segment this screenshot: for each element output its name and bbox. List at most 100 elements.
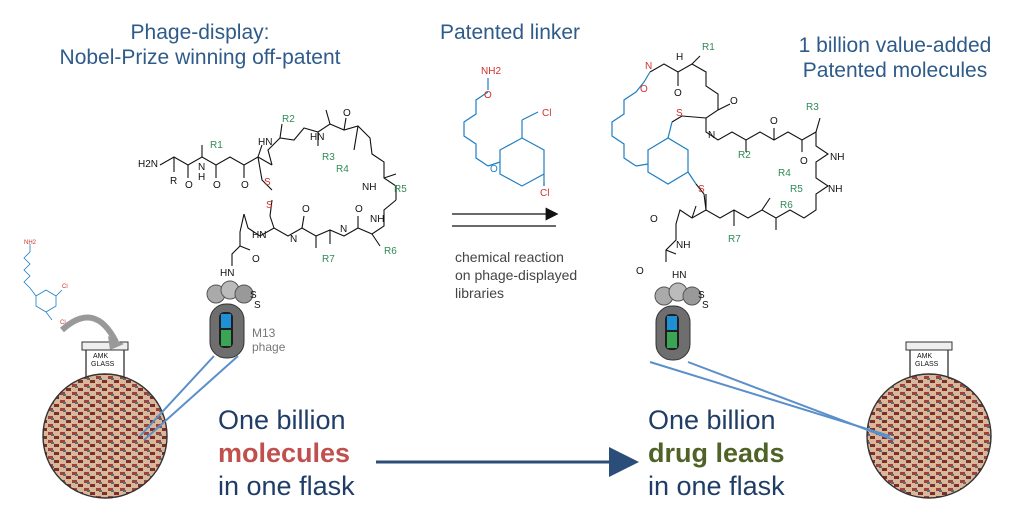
m13-phage-label-line2: phage bbox=[252, 340, 286, 354]
o-label: O bbox=[252, 254, 260, 265]
r2-label: R2 bbox=[738, 150, 751, 161]
reaction-note-line3: libraries bbox=[455, 285, 505, 301]
h-label: H bbox=[676, 52, 683, 63]
s-label: S bbox=[266, 200, 273, 211]
right-caption: One billion drug leads in one flask bbox=[648, 404, 785, 503]
left-zoom-line bbox=[143, 355, 239, 441]
o-label: O bbox=[650, 214, 658, 225]
m13-phage-label-line1: M13 bbox=[252, 326, 276, 340]
r5-label: R5 bbox=[790, 184, 803, 195]
left-caption-line3: in one flask bbox=[218, 471, 355, 501]
nh-label: NH bbox=[362, 182, 376, 193]
hn-label: HN bbox=[672, 270, 686, 281]
s-label: S bbox=[698, 184, 705, 195]
r6-label: R6 bbox=[780, 200, 793, 211]
small-cl-label: Cl bbox=[62, 284, 68, 290]
left-zoom-line bbox=[139, 355, 215, 437]
r7-label: R7 bbox=[322, 254, 335, 265]
right-caption-line1: One billion bbox=[648, 405, 776, 435]
r5-label: R5 bbox=[394, 184, 407, 195]
o-label: O bbox=[185, 180, 193, 191]
phage-display-title-line2: Nobel-Prize winning off-patent bbox=[59, 46, 341, 69]
value-added-title-line1: 1 billion value-added bbox=[798, 34, 992, 57]
flask-label-line2: GLASS bbox=[91, 361, 115, 368]
s-label: S bbox=[254, 300, 261, 311]
o-label: O bbox=[636, 266, 644, 277]
patented-linker-structure bbox=[463, 78, 545, 187]
flask-label-line2: GLASS bbox=[915, 361, 939, 368]
n-label: N bbox=[198, 162, 205, 173]
patented-linker-title-text: Patented linker bbox=[439, 21, 581, 44]
right-caption-line3: in one flask bbox=[648, 471, 785, 501]
s-label: S bbox=[698, 290, 705, 301]
s-label: S bbox=[676, 108, 683, 119]
o-label: O bbox=[302, 204, 310, 215]
s-label: S bbox=[702, 300, 709, 311]
small-linker-structure bbox=[23, 244, 63, 321]
n-label: N bbox=[708, 130, 715, 141]
right-linker-part bbox=[611, 71, 697, 185]
right-structure-labels: N O H O R1 O R2 O O R3 R4 R5 R6 R7 S S N… bbox=[636, 42, 844, 281]
small-nh2-label: NH2 bbox=[24, 240, 37, 246]
o-label: O bbox=[343, 108, 351, 119]
o-label: O bbox=[241, 180, 249, 191]
o-label: O bbox=[770, 116, 778, 127]
value-added-title: 1 billion value-added Patented molecules bbox=[770, 33, 1020, 83]
add-linker-arrowhead bbox=[108, 336, 124, 350]
hn-label: HN bbox=[310, 132, 324, 143]
s-label: S bbox=[250, 290, 257, 301]
linker-aryl-o-label: O bbox=[490, 164, 498, 175]
reaction-note: chemical reaction on phage-displayed lib… bbox=[455, 248, 577, 302]
r3-label: R3 bbox=[806, 102, 819, 113]
hn-label: HN bbox=[220, 268, 234, 279]
r1-label: R1 bbox=[210, 140, 223, 151]
flask-label-line1: AMK bbox=[93, 353, 109, 360]
o-label: O bbox=[640, 84, 648, 95]
o-label: O bbox=[674, 88, 682, 99]
r7-label: R7 bbox=[728, 234, 741, 245]
r-label: R bbox=[170, 176, 177, 187]
o-label: O bbox=[213, 180, 221, 191]
hn-label: HN bbox=[258, 137, 272, 148]
phage-display-title-line1: Phage-display: bbox=[130, 21, 270, 44]
flask-label-line1: AMK bbox=[917, 353, 933, 360]
patented-linker-title: Patented linker bbox=[415, 20, 605, 45]
r4-label: R4 bbox=[336, 164, 349, 175]
linker-nh2-label: NH2 bbox=[481, 66, 501, 77]
o-label: O bbox=[730, 96, 738, 107]
right-thioether-links bbox=[671, 115, 707, 211]
nh-label: NH bbox=[676, 240, 690, 251]
add-linker-arrow bbox=[59, 314, 119, 344]
left-flask-icon: AMK GLASS bbox=[42, 341, 168, 499]
n-label: N bbox=[290, 234, 297, 245]
molecules-highlight: molecules bbox=[218, 438, 351, 468]
h2n-label: H2N bbox=[138, 159, 158, 170]
m13-phage-label: M13 phage bbox=[252, 326, 285, 354]
phage-display-title: Phage-display: Nobel-Prize winning off-p… bbox=[40, 20, 360, 70]
r6-label: R6 bbox=[384, 246, 397, 257]
left-phage-icon: S S bbox=[206, 280, 261, 359]
reaction-note-line1: chemical reaction bbox=[455, 249, 564, 265]
right-zoom-line bbox=[687, 361, 895, 441]
linker-o-label: O bbox=[484, 90, 492, 101]
n-label: N bbox=[340, 224, 347, 235]
n-label: N bbox=[645, 61, 652, 72]
nh-label: NH bbox=[828, 184, 842, 195]
linker-cl-label: Cl bbox=[542, 108, 551, 119]
nh-label: NH bbox=[370, 214, 384, 225]
right-bicyclic-structure bbox=[649, 55, 829, 262]
reaction-note-line2: on phage-displayed bbox=[455, 267, 578, 283]
o-label: O bbox=[355, 204, 363, 215]
right-phage-icon: S S bbox=[654, 282, 709, 361]
right-flask-icon: AMK GLASS bbox=[866, 341, 992, 499]
linker-cl-label: Cl bbox=[540, 188, 549, 199]
small-cl-label: Cl bbox=[60, 320, 66, 326]
left-caption: One billion molecules in one flask bbox=[218, 404, 355, 503]
r2-label: R2 bbox=[282, 114, 295, 125]
h-label: H bbox=[198, 172, 205, 183]
left-peptide-labels: H2N R N H O O O R1 R2 R3 R4 R5 R6 R7 HN … bbox=[138, 108, 407, 279]
r1-label: R1 bbox=[702, 42, 715, 53]
o-label: O bbox=[800, 156, 808, 167]
